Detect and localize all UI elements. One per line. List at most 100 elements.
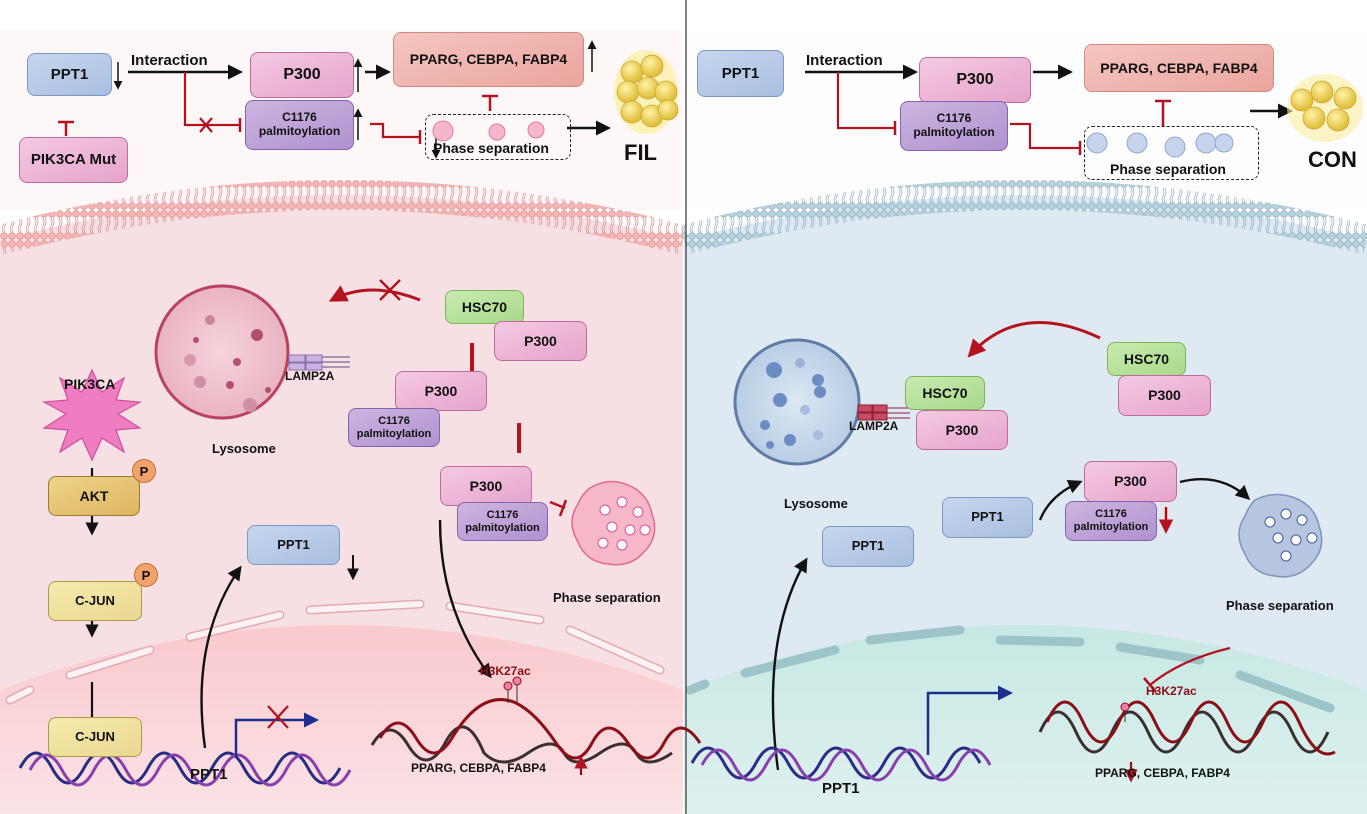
fil-ppt1-gene-label: PPT1 bbox=[190, 766, 228, 783]
fil-p300-box: P300 bbox=[250, 52, 354, 98]
arrow-ppt1-translation bbox=[771, 557, 808, 771]
box-label: P300 bbox=[283, 65, 321, 83]
con-cell-membrane bbox=[680, 180, 1367, 255]
con-ppt1-box: PPT1 bbox=[697, 50, 784, 97]
fil-cjun-box: C-JUN bbox=[48, 581, 142, 621]
box-label: PPARG, CEBPA, FABP4 bbox=[409, 51, 568, 68]
box-label: PPT1 bbox=[851, 538, 885, 554]
block-x-icon bbox=[199, 117, 213, 133]
box-label: PPT1 bbox=[50, 65, 89, 83]
con-p300-box: P300 bbox=[919, 57, 1031, 103]
con-ppt1-protein-box: PPT1 bbox=[822, 526, 914, 567]
con-phase-separation-label: Phase separation bbox=[1110, 161, 1226, 177]
phospho-p-icon: P bbox=[134, 563, 158, 587]
box-label: P300 bbox=[524, 332, 557, 349]
arrow-p300-phase bbox=[1179, 478, 1251, 500]
block-x-icon bbox=[379, 279, 401, 301]
con-adipocyte-cluster-icon bbox=[1287, 74, 1363, 142]
box-label: PPT1 bbox=[721, 64, 760, 82]
box-label: PPT1 bbox=[277, 536, 310, 552]
con-hsc70-bound-box: HSC70 bbox=[905, 376, 985, 410]
fil-cjun-dna-box: C-JUN bbox=[48, 717, 142, 757]
fil-hsc70-box: HSC70 bbox=[445, 290, 524, 324]
fil-cell-membrane bbox=[0, 180, 687, 255]
fil-p300-c-box: P300 bbox=[440, 466, 532, 506]
con-phase-separation-box bbox=[1084, 126, 1259, 180]
acetyl-mark-icon bbox=[503, 676, 522, 703]
con-outcome-label: CON bbox=[1308, 147, 1357, 172]
fil-lamp2a-icon bbox=[288, 354, 350, 371]
fil-phase-separation-cell-label: Phase separation bbox=[553, 590, 661, 605]
box-label-line1: C1176 bbox=[1095, 508, 1127, 521]
box-label: HSC70 bbox=[922, 384, 968, 401]
fil-interaction-label: Interaction bbox=[131, 52, 208, 69]
box-label: PPARG, CEBPA, FABP4 bbox=[1100, 59, 1258, 76]
fil-pik3ca-mut-box: PIK3CA Mut bbox=[19, 137, 128, 183]
fil-lamp2a-label: LAMP2A bbox=[285, 369, 335, 383]
box-label: P300 bbox=[1148, 387, 1181, 404]
tss-arrow-icon bbox=[234, 712, 319, 758]
phospho-label: P bbox=[141, 567, 151, 583]
fil-lysosome-label: Lysosome bbox=[212, 441, 276, 456]
fil-phase-separation-box bbox=[425, 114, 571, 160]
con-lysosome-label: Lysosome bbox=[784, 496, 848, 511]
con-nuclear-envelope bbox=[685, 625, 1335, 713]
box-label: P300 bbox=[956, 70, 994, 88]
fil-nucleus bbox=[0, 625, 683, 814]
phospho-p-icon: P bbox=[132, 459, 156, 483]
block-x-icon bbox=[267, 705, 289, 729]
fil-pik3ca-label: PIK3CA bbox=[64, 376, 116, 392]
con-ppt1-gene-label: PPT1 bbox=[822, 780, 860, 797]
con-hsc70-free-box: HSC70 bbox=[1107, 342, 1186, 376]
arrow-ppt1-p300 bbox=[1038, 479, 1083, 521]
con-genes-cell-label: PPARG, CEBPA, FABP4 bbox=[1095, 766, 1230, 780]
fil-p300-b-box: P300 bbox=[395, 371, 487, 411]
con-h3k27ac-label: H3K27ac bbox=[1146, 684, 1197, 698]
con-p300-bound-box: P300 bbox=[916, 410, 1008, 450]
palmitoyl-anchor-icon bbox=[470, 343, 474, 373]
con-summary-arrows bbox=[805, 64, 1293, 155]
con-ppt1-a-box: PPT1 bbox=[942, 497, 1033, 538]
phospho-label: P bbox=[139, 463, 149, 479]
box-label-line2: palmitoylation bbox=[1073, 521, 1149, 533]
fil-blocked-transport-arrow bbox=[328, 285, 421, 302]
fil-genes-cell-label: PPARG, CEBPA, FABP4 bbox=[411, 761, 546, 775]
fil-genes-box: PPARG, CEBPA, FABP4 bbox=[393, 32, 584, 87]
con-phase-separation-cell-label: Phase separation bbox=[1226, 598, 1334, 613]
acetyl-mark-icon bbox=[1120, 702, 1130, 722]
fil-ppt1-protein-box: PPT1 bbox=[247, 525, 340, 565]
pik3ca-star-icon bbox=[41, 368, 143, 462]
fil-h3k27ac-label: H3K27ac bbox=[480, 664, 531, 678]
box-label: C-JUN bbox=[75, 592, 115, 608]
box-label: HSC70 bbox=[461, 298, 508, 315]
inhibit-line bbox=[836, 72, 895, 130]
arrow-to-h3k27ac bbox=[438, 519, 492, 679]
con-lamp2a-label: LAMP2A bbox=[849, 419, 899, 433]
fil-lysosome-icon bbox=[154, 284, 290, 420]
fil-summary-arrows bbox=[58, 40, 611, 159]
fil-adipocyte-cluster-icon bbox=[614, 50, 679, 134]
box-label: PPT1 bbox=[971, 509, 1004, 525]
box-label-line2: palmitoylation bbox=[356, 427, 432, 440]
fil-akt-box: AKT bbox=[48, 476, 140, 516]
con-phase-droplet-icon bbox=[1238, 493, 1323, 578]
fil-phase-droplets bbox=[432, 120, 545, 142]
con-genes-box: PPARG, CEBPA, FABP4 bbox=[1084, 44, 1274, 92]
box-label: PIK3CA Mut bbox=[30, 151, 117, 169]
con-p300-free-box: P300 bbox=[1118, 375, 1211, 416]
con-p300-c-box: P300 bbox=[1084, 461, 1177, 502]
box-label: HSC70 bbox=[1123, 350, 1170, 367]
inhibit-c1176-phase bbox=[370, 122, 420, 139]
fil-target-genes-dna-icon bbox=[370, 698, 702, 764]
fil-phase-droplet-icon bbox=[571, 480, 656, 566]
box-label-line2: palmitoylation bbox=[465, 521, 540, 534]
box-label-line2: palmitoylation bbox=[258, 124, 341, 138]
fil-ppt1-dna-icon bbox=[18, 751, 352, 787]
box-label-line1: C1176 bbox=[282, 110, 317, 125]
con-lamp2a-icon bbox=[857, 404, 910, 421]
con-ppt1-dna-icon bbox=[690, 746, 992, 782]
